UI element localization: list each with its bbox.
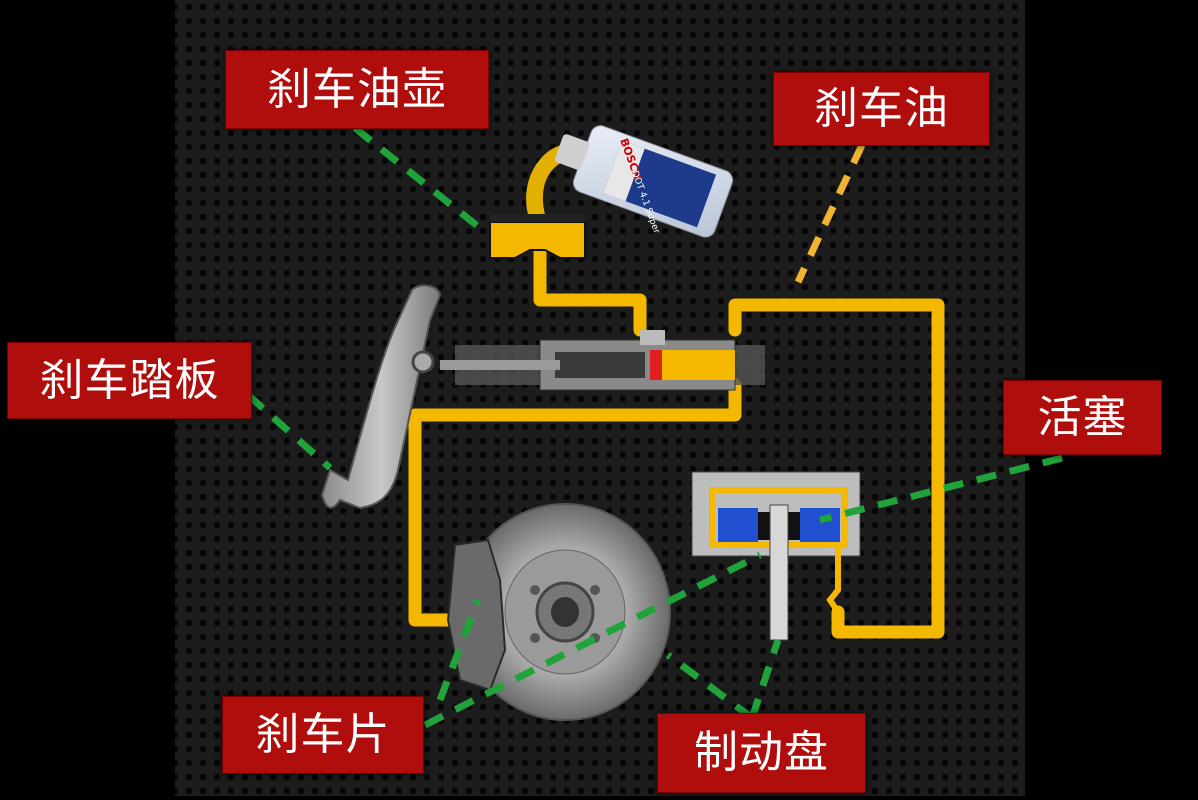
label-pedal: 刹车踏板 [7,342,252,419]
leader-pads-2 [436,598,482,702]
leader-reservoir [352,125,488,235]
label-piston: 活塞 [1003,380,1162,455]
brake-disc-icon [459,503,671,721]
reservoir-icon [489,221,586,259]
leader-lines [245,125,1063,729]
label-fluid: 刹车油 [773,72,990,146]
hydraulic-line [408,243,945,639]
master-cylinder [440,330,765,391]
label-disc: 制动盘 [657,713,866,793]
label-reservoir: 刹车油壶 [225,50,489,129]
brake-fluid-bottle-icon [555,125,734,238]
leader-disc [665,652,755,721]
caliper-cross-section [691,471,861,641]
leader-disc-2 [748,638,782,720]
leader-piston [819,454,1063,524]
leader-fluid [794,143,866,284]
brake-pedal-icon [320,284,442,510]
leader-pads [423,551,762,729]
caliper-icon [446,538,507,692]
label-pads: 刹车片 [222,696,424,774]
leader-pedal [245,392,333,471]
